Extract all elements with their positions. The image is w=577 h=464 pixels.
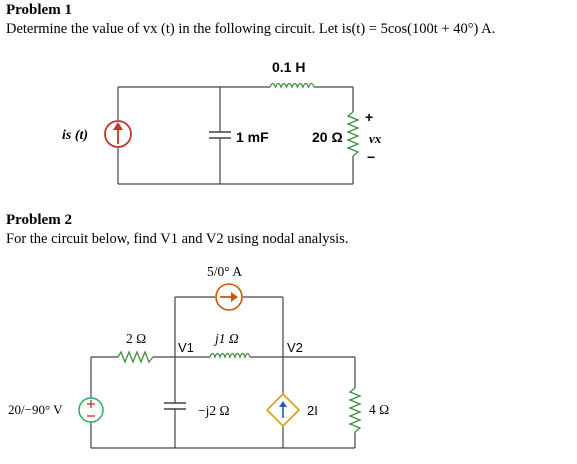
c1-resistor-icon bbox=[346, 111, 360, 157]
c2-node1-label: V1 bbox=[178, 340, 194, 355]
c2-resistor-4ohm-icon bbox=[348, 387, 362, 433]
c2-resistor-2ohm-icon bbox=[117, 350, 154, 364]
c1-resistor-label: 20 Ω bbox=[312, 129, 343, 145]
c2-capacitor-icon bbox=[164, 402, 186, 410]
c1-plus-sign: + bbox=[365, 109, 373, 125]
problem1-heading: Problem 1 bbox=[6, 2, 72, 18]
c1-inductor-icon bbox=[269, 82, 315, 89]
c1-current-source-icon bbox=[104, 120, 132, 148]
c2-current-source-label: 5/0° A bbox=[207, 264, 242, 279]
c2-node2-label: V2 bbox=[287, 340, 303, 355]
problem2-heading: Problem 2 bbox=[6, 212, 72, 228]
c2-dependent-source-icon bbox=[265, 392, 301, 428]
c1-inductor-label: 0.1 H bbox=[272, 59, 305, 75]
c2-current-source-icon bbox=[215, 283, 243, 311]
c1-capacitor-icon bbox=[209, 131, 231, 139]
c1-capacitor-label: 1 mF bbox=[236, 129, 269, 145]
c2-voltage-source-icon bbox=[78, 397, 104, 423]
c2-resistor-4-label: 4 Ω bbox=[369, 402, 389, 417]
problem2-statement: For the circuit below, find V1 and V2 us… bbox=[6, 231, 349, 247]
c2-voltage-source-label: 20/−90° V bbox=[8, 402, 63, 417]
c2-inductor-label: j1 Ω bbox=[213, 331, 239, 346]
c1-voltage-label: vx bbox=[369, 131, 382, 146]
c2-dependent-source-label: 2I bbox=[307, 403, 318, 418]
problem1-statement: Determine the value of vx (t) in the fol… bbox=[6, 21, 496, 37]
c2-inductor-icon bbox=[209, 352, 251, 359]
c1-source-label: is (t) bbox=[62, 128, 88, 143]
c2-capacitor-label: −j2 Ω bbox=[198, 403, 230, 418]
c1-minus-sign: − bbox=[367, 149, 375, 165]
c2-resistor-2-label: 2 Ω bbox=[126, 331, 146, 346]
